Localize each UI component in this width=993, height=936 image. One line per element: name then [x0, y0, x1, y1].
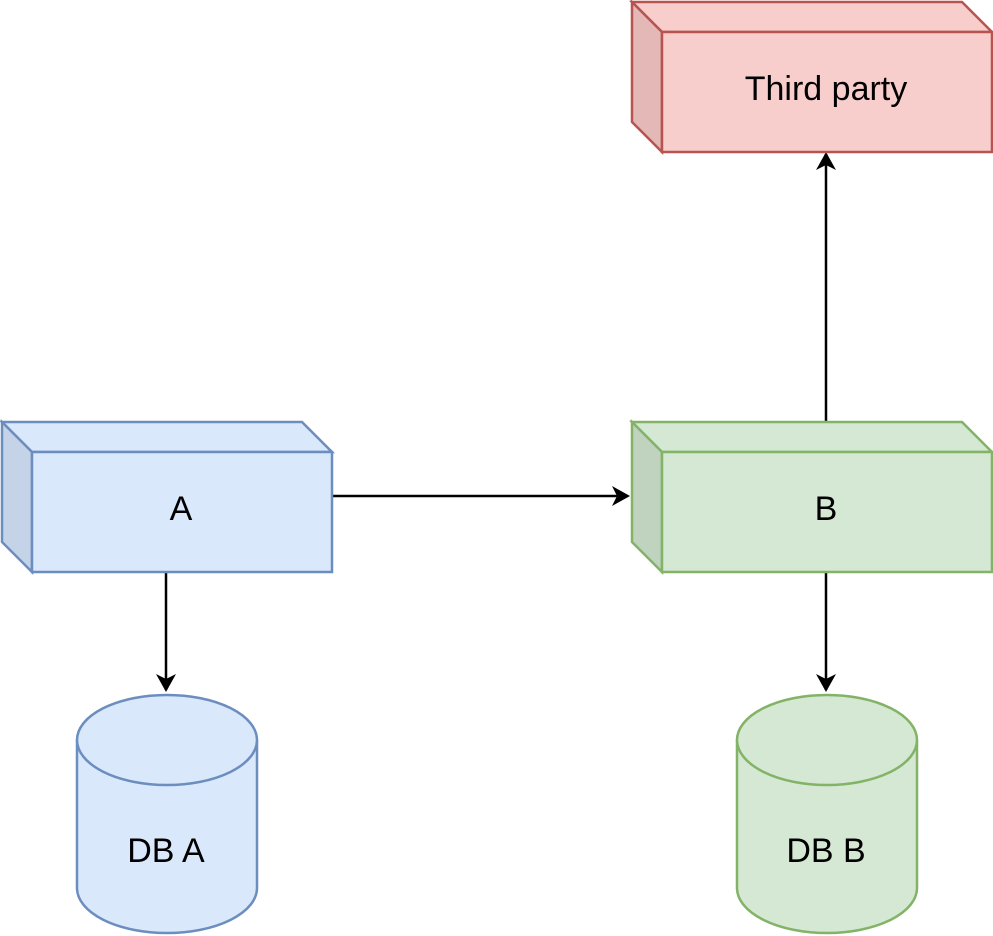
- cylinder-top: [75, 693, 259, 787]
- cylinder-body: [75, 740, 259, 935]
- cylinder-top: [735, 693, 919, 787]
- box-front-face: [30, 450, 334, 574]
- node-db-b[interactable]: DB B: [735, 693, 919, 935]
- box-top-face: [0, 420, 336, 454]
- node-b[interactable]: B: [628, 418, 993, 576]
- edges: [156, 152, 836, 692]
- node-label: B: [815, 490, 838, 528]
- node-label: Third party: [745, 70, 908, 108]
- box-top-face: [628, 0, 993, 34]
- box-front-face: [660, 30, 993, 154]
- node-db-a[interactable]: DB A: [75, 693, 259, 935]
- box-top-face: [628, 420, 993, 454]
- node-third-party[interactable]: Third party: [628, 0, 993, 156]
- node-label: DB A: [127, 832, 205, 870]
- cylinder-body: [735, 740, 919, 935]
- box-front-face: [660, 450, 993, 574]
- node-label: DB B: [786, 832, 865, 870]
- node-a[interactable]: A: [0, 418, 336, 576]
- node-label: A: [170, 490, 193, 528]
